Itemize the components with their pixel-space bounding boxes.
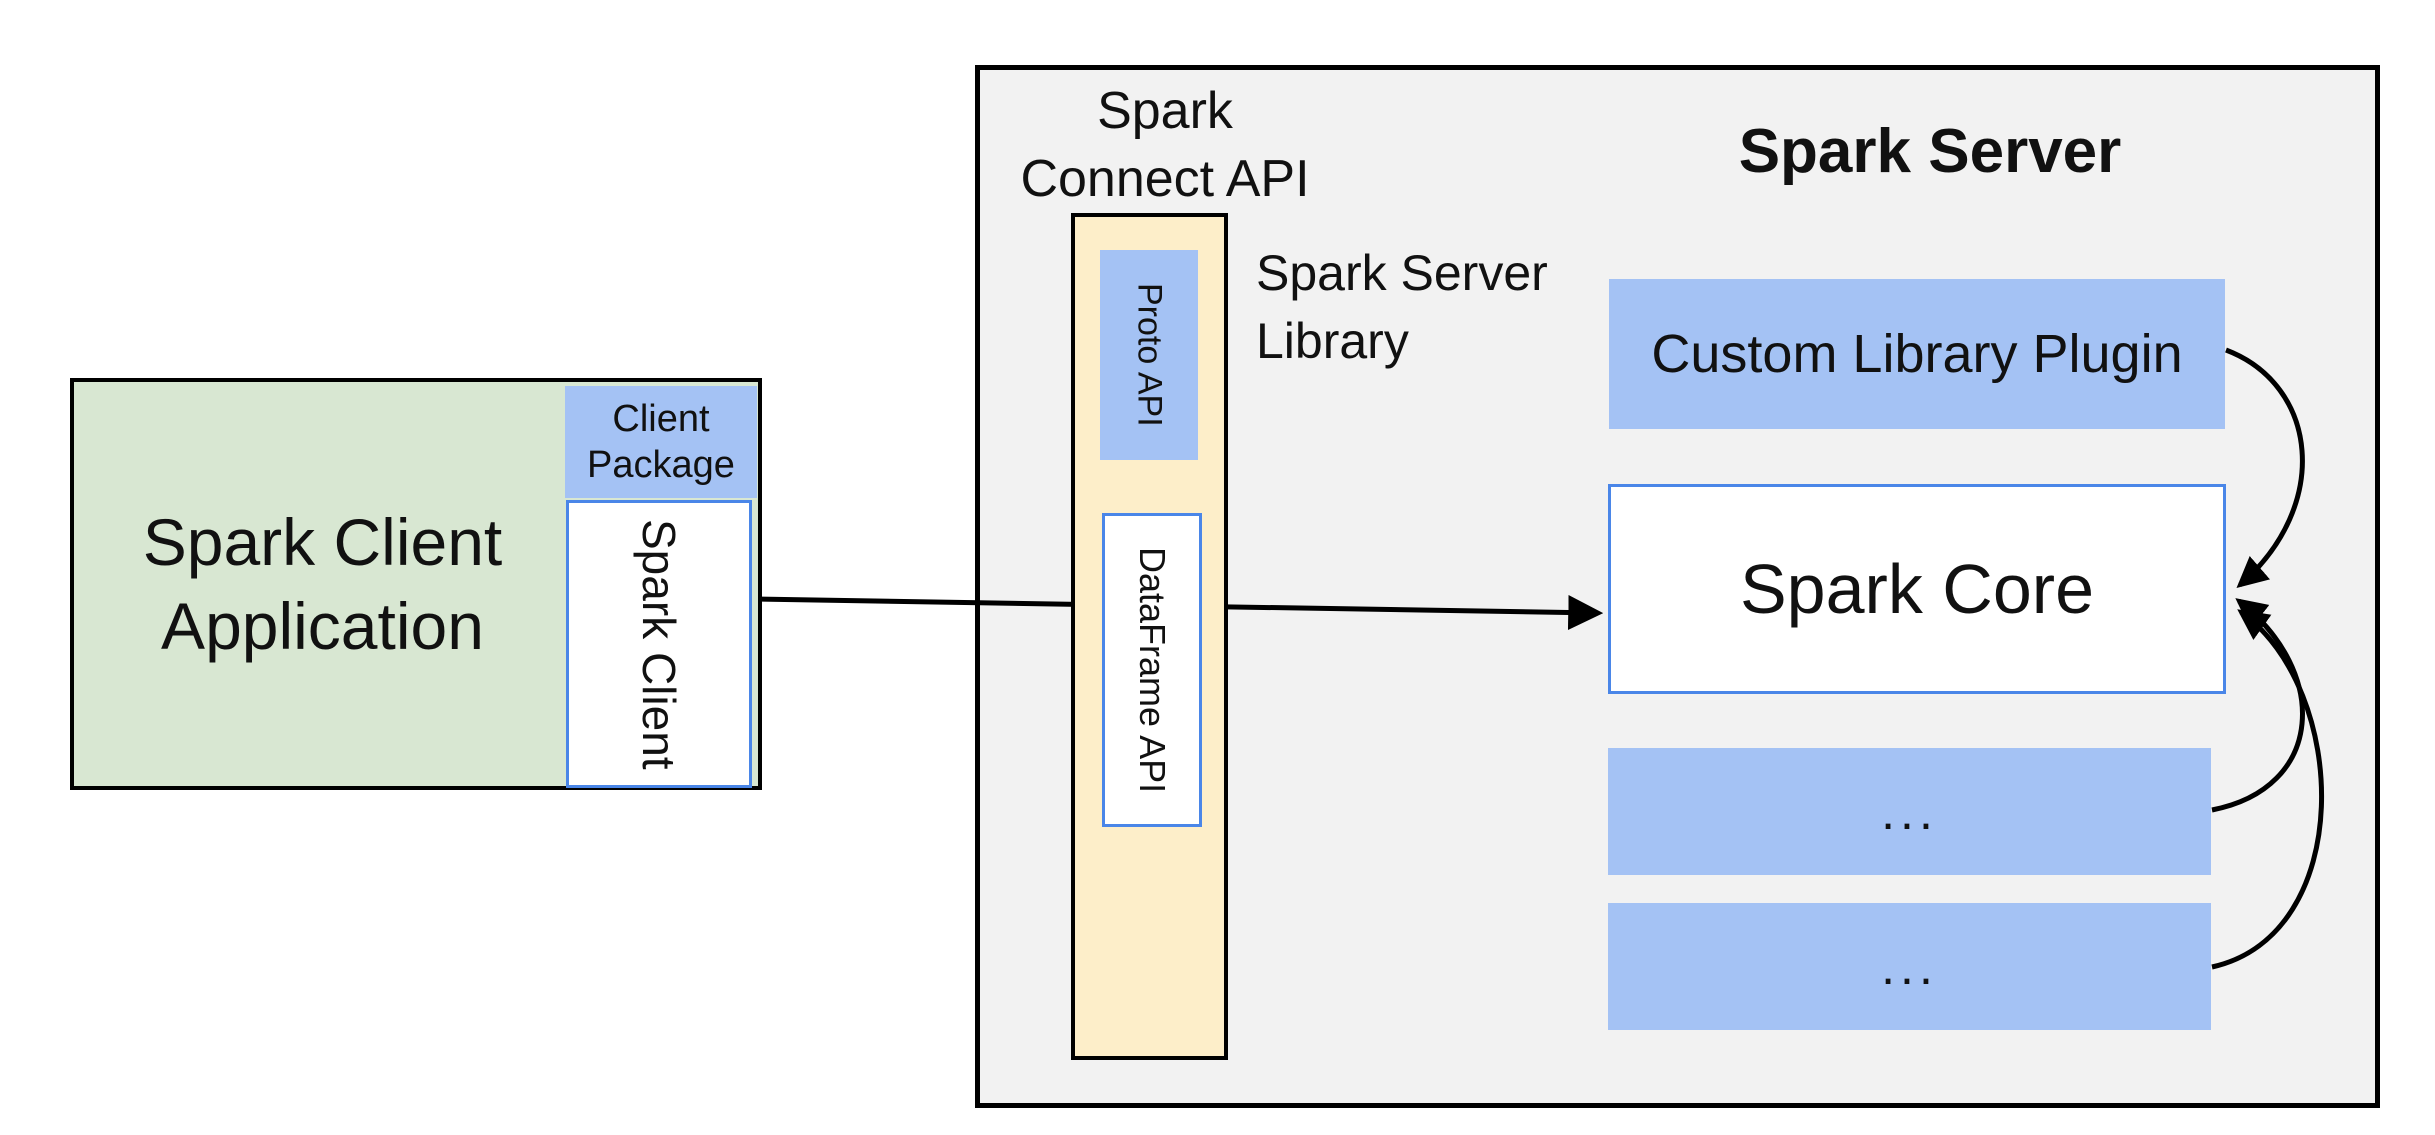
dataframe-api-box: DataFrame API [1102,513,1202,827]
spark-client-label: Spark Client [633,518,685,770]
misc-plugin-box-2: ... [1608,903,2211,1030]
proto-api-box: Proto API [1100,250,1198,460]
spark-server-title: Spark Server [1738,117,2122,186]
spark-server-library-label: Spark Server Library [1256,245,1548,369]
proto-api-label: Proto API [1130,283,1169,427]
dataframe-api-label: DataFrame API [1132,546,1173,794]
spark-client-application-label: Spark Client Application [142,504,503,663]
spark-core-box: Spark Core [1608,484,2226,694]
custom-library-plugin-box: Custom Library Plugin [1609,279,2225,429]
spark-connect-api-title: Spark Connect API [1020,82,1310,208]
spark-client-box: Spark Client [566,500,752,788]
misc-plugin-box-1: ... [1608,748,2211,875]
client-package-box: Client Package [565,386,757,498]
